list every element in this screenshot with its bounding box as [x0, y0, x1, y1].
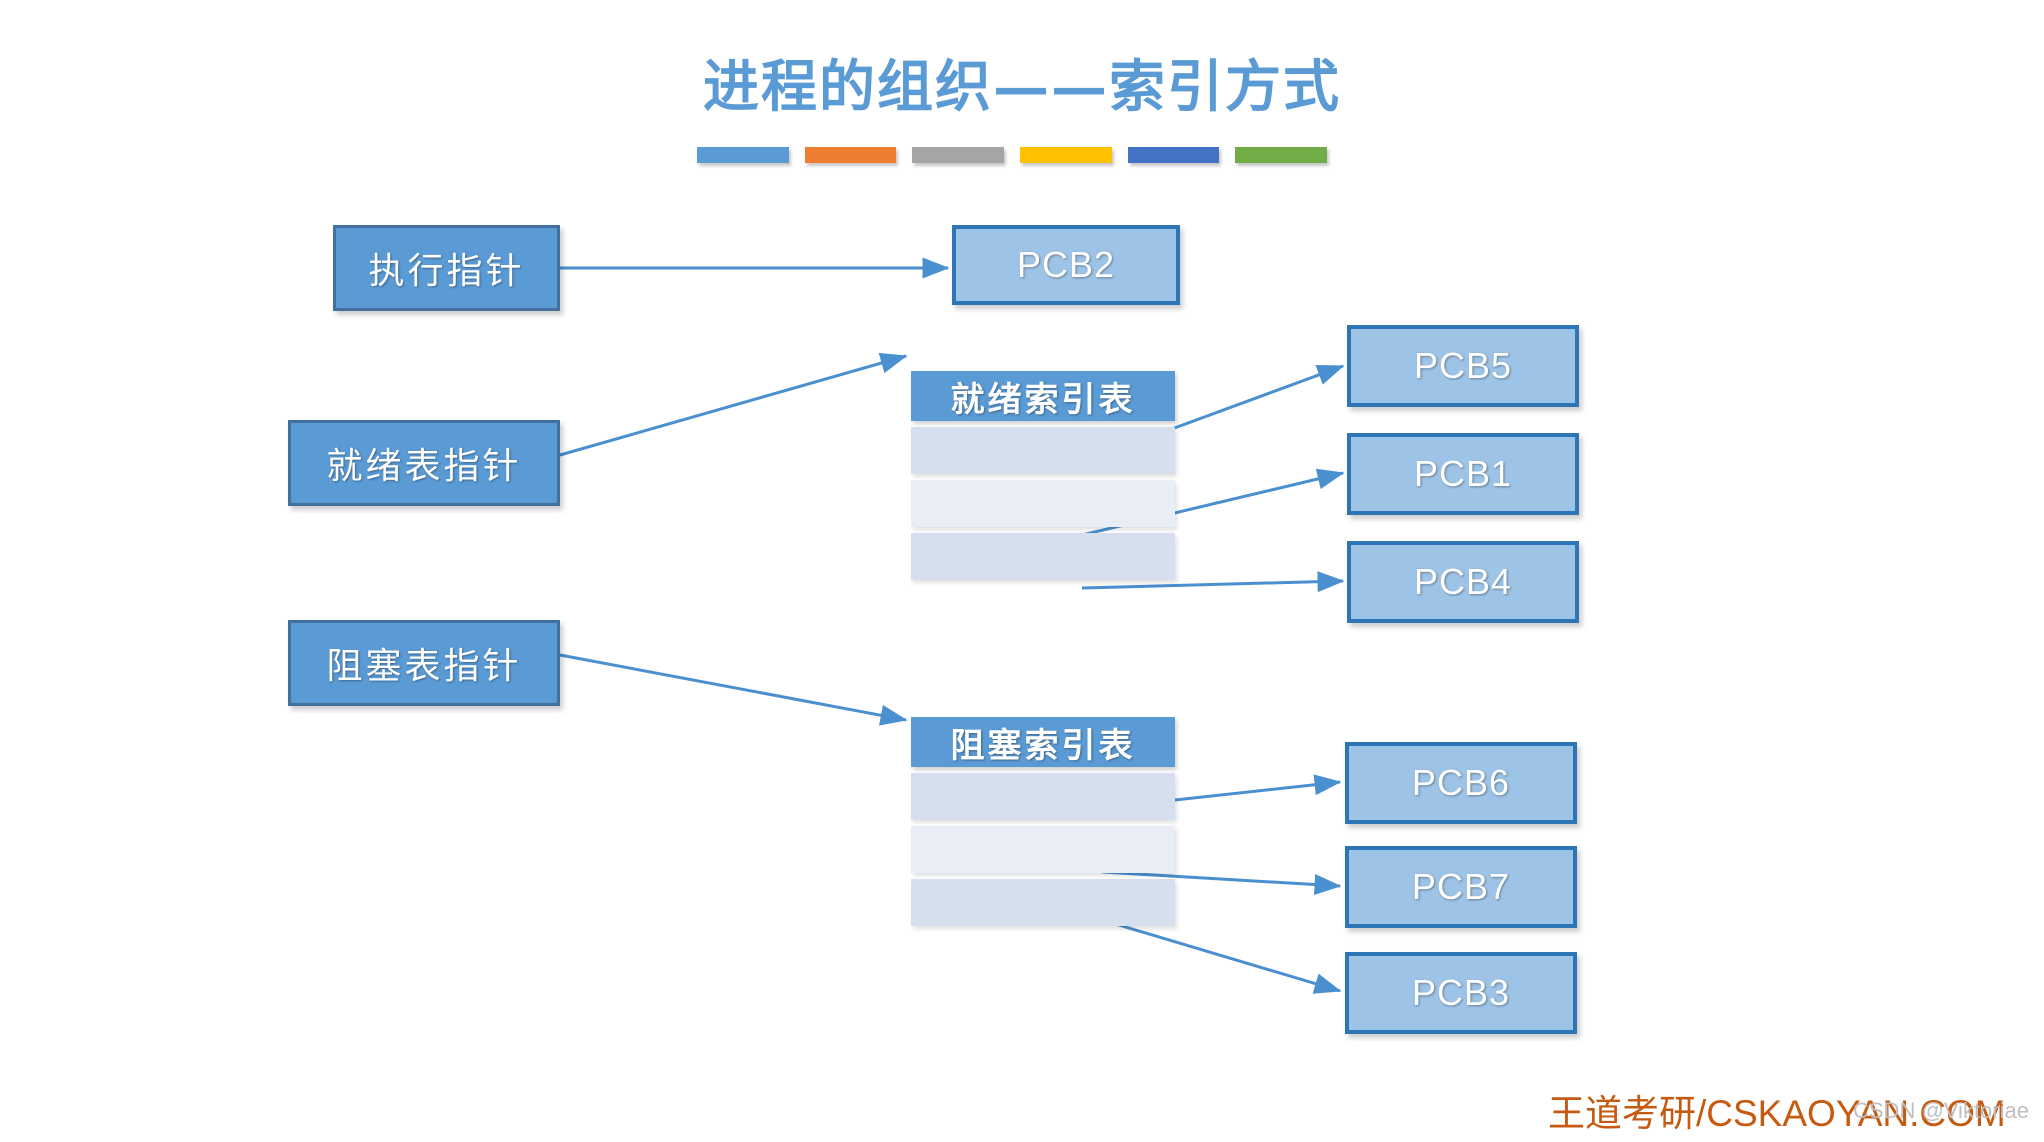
ready-index-table-row-1[interactable] [911, 427, 1175, 474]
ready-index-table-row-2[interactable] [911, 480, 1175, 527]
pcb-label-blocked-1: PCB6 [1411, 762, 1511, 803]
pcb-label-running: PCB2 [1016, 244, 1116, 285]
arrow-blocked-ptr-to-blocked-table [559, 653, 908, 726]
arrow-ready-row3-to-pcb4 [1081, 571, 1345, 593]
ready-pointer-box[interactable]: 就绪表指针 [288, 420, 560, 506]
accent-bar-dark-blue [1127, 147, 1220, 163]
pcb-box-ready-3[interactable]: PCB4 [1347, 541, 1579, 623]
arrow-ready-ptr-to-ready-table [559, 352, 908, 457]
pcb-box-blocked-2[interactable]: PCB7 [1345, 846, 1577, 928]
ready-index-table: 就绪索引表 [911, 371, 1175, 580]
blocked-index-table-row-3[interactable] [911, 879, 1175, 926]
accent-bar-orange [804, 147, 897, 163]
pcb-label-blocked-2: PCB7 [1411, 866, 1511, 907]
blocked-index-table-row-2[interactable] [911, 826, 1175, 873]
page-title: 进程的组织——索引方式 [703, 54, 1341, 120]
pcb-box-running[interactable]: PCB2 [952, 225, 1180, 305]
blocked-index-table: 阻塞索引表 [911, 717, 1175, 926]
ready-index-table-row-3[interactable] [911, 533, 1175, 580]
arrow-blocked-row3-to-pcb3 [1101, 918, 1342, 994]
pcb-label-blocked-3: PCB3 [1411, 972, 1511, 1013]
blocked-pointer-label: 阻塞表指针 [326, 646, 522, 687]
accent-bar-blue [697, 147, 789, 163]
title-accent-bars [697, 147, 1328, 163]
blocked-pointer-box[interactable]: 阻塞表指针 [288, 620, 560, 706]
pcb-box-ready-1[interactable]: PCB5 [1347, 325, 1579, 407]
pcb-label-ready-3: PCB4 [1413, 561, 1513, 602]
pcb-box-blocked-3[interactable]: PCB3 [1345, 952, 1577, 1034]
accent-bar-yellow [1020, 147, 1112, 163]
accent-bar-green [1235, 147, 1328, 163]
brand-watermark: 王道考研/CSKAOYAN.COM [1548, 1093, 2006, 1134]
pcb-box-blocked-1[interactable]: PCB6 [1345, 742, 1577, 824]
pcb-label-ready-1: PCB5 [1413, 345, 1513, 386]
csdn-watermark: CSDN @Viktoriae [1853, 1098, 2029, 1123]
running-pointer-label: 执行指针 [368, 251, 525, 292]
pcb-label-ready-2: PCB1 [1413, 453, 1513, 494]
pcb-box-ready-2[interactable]: PCB1 [1347, 433, 1579, 515]
accent-bar-gray [912, 147, 1005, 163]
ready-pointer-label: 就绪表指针 [326, 446, 522, 487]
ready-index-table-header: 就绪索引表 [911, 371, 1175, 421]
running-pointer-box[interactable]: 执行指针 [333, 225, 560, 311]
blocked-index-table-row-1[interactable] [911, 773, 1175, 820]
blocked-index-table-header: 阻塞索引表 [911, 717, 1175, 767]
